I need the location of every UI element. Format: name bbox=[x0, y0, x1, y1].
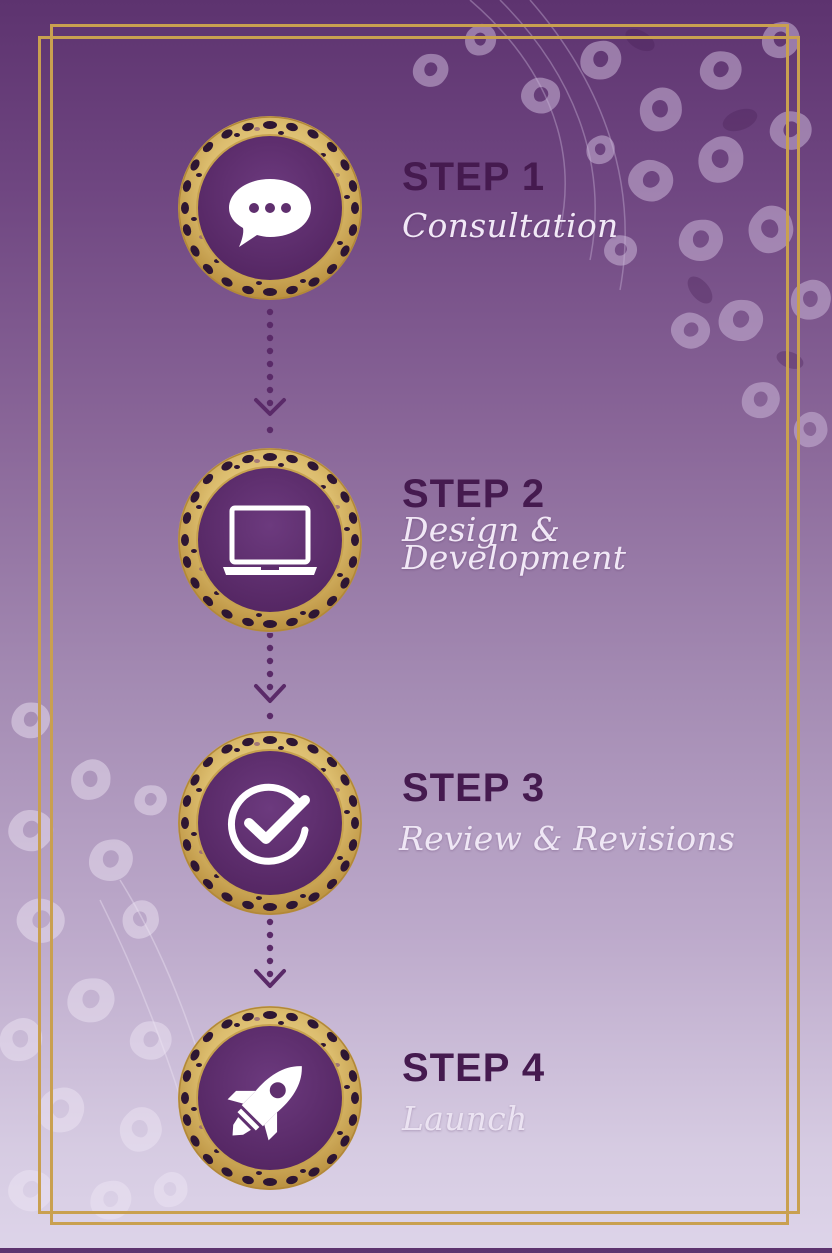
step-2-title-line-2: Development bbox=[402, 538, 627, 578]
step-2-text: STEP 2 Design & Development bbox=[402, 472, 627, 578]
step-1-title: Consultation bbox=[402, 206, 619, 245]
dotted-arrow-down-icon bbox=[254, 918, 286, 988]
step-4-label: STEP 4 bbox=[402, 1046, 546, 1090]
dotted-arrow-down-icon bbox=[254, 633, 286, 720]
step-2-label: STEP 2 bbox=[402, 472, 546, 516]
step-4-badge bbox=[177, 1005, 363, 1191]
step-2-title-line-1: Design & bbox=[402, 510, 561, 549]
connector-1-2 bbox=[250, 306, 290, 436]
step-1-badge bbox=[177, 115, 363, 301]
check-circle-icon bbox=[227, 783, 310, 865]
step-3-label: STEP 3 bbox=[402, 766, 546, 810]
step-3-title: Review & Revisions bbox=[399, 819, 736, 858]
step-3-text: STEP 3 Review & Revisions bbox=[399, 766, 738, 858]
speech-bubble-icon bbox=[229, 179, 311, 247]
step-2-badge bbox=[177, 447, 363, 633]
step-4-text: STEP 4 Launch bbox=[402, 1048, 545, 1135]
connector-2-3 bbox=[250, 633, 290, 733]
rocket-icon bbox=[227, 1066, 302, 1141]
laptop-icon bbox=[223, 505, 317, 575]
step-1-label: STEP 1 bbox=[402, 155, 546, 199]
step-4-title: Launch bbox=[402, 1099, 528, 1138]
step-3-badge bbox=[177, 730, 363, 916]
connector-3-4 bbox=[250, 918, 290, 998]
dotted-arrow-down-icon bbox=[254, 308, 286, 434]
step-1-text: STEP 1 Consultation bbox=[402, 157, 619, 242]
